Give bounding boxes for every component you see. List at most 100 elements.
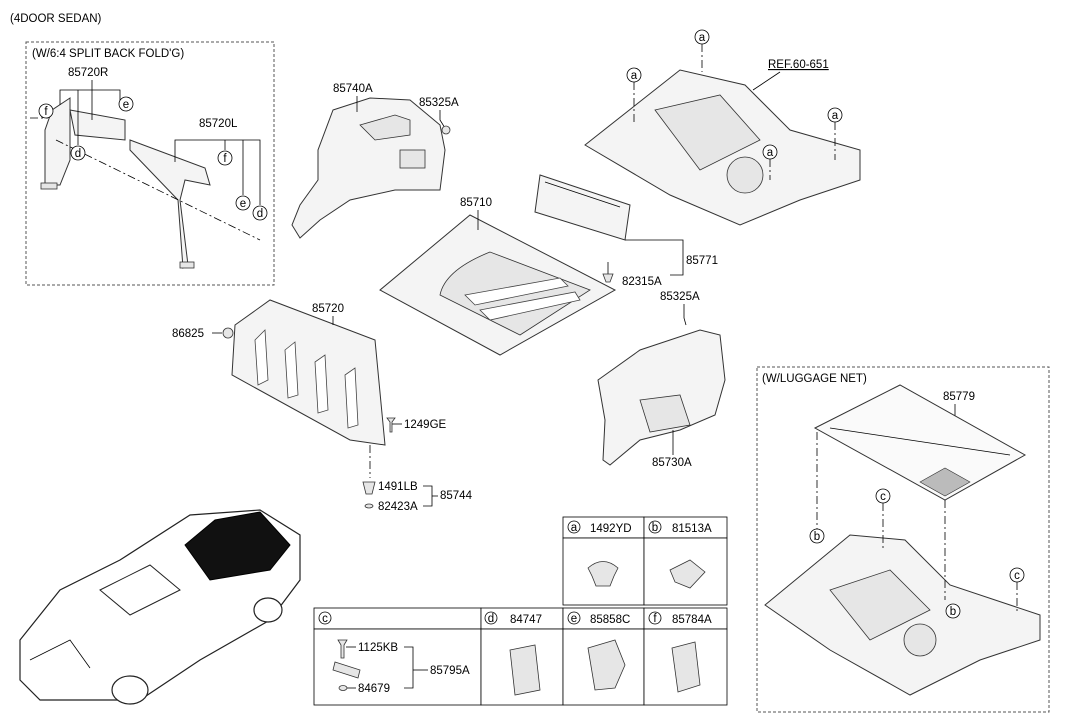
floor-panel-netbox-ribs	[829, 569, 931, 641]
callout-a-1: a	[694, 29, 710, 45]
bracket-85720R-arm	[69, 109, 126, 141]
split-back-fold-title: (W/6:4 SPLIT BACK FOLD'G)	[32, 48, 184, 60]
bracket-85720R	[44, 97, 71, 186]
callout-a-4: a	[762, 144, 778, 160]
legend-table: a 1492YD b 81513A c d 84747 e 85858C f 8…	[313, 516, 728, 706]
leader-ref	[752, 71, 781, 91]
leader-85325A-top	[439, 110, 446, 129]
washer-82423A	[364, 503, 374, 509]
callout-e-right: e	[235, 195, 251, 211]
car-front-wheel	[111, 675, 149, 705]
part-label-85779: 85779	[943, 391, 975, 403]
sill-85771-edge	[544, 181, 621, 208]
dash-split	[55, 139, 261, 241]
partition-rib-4	[344, 367, 359, 429]
legend-f-part: 85784A	[672, 614, 712, 626]
part-label-82315A: 82315A	[622, 276, 662, 288]
svg-text:b: b	[652, 522, 658, 534]
split-back-fold-box	[25, 41, 275, 286]
legend-d-part: 84747	[510, 614, 542, 626]
part-label-86825: 86825	[172, 328, 204, 340]
legend-c-bolt-image	[337, 639, 348, 659]
legend-b-part: 81513A	[672, 523, 712, 535]
bolt-1249GE	[386, 417, 396, 433]
legend-b-clip-image	[669, 559, 706, 589]
partition-85720	[231, 299, 386, 446]
svg-text:d: d	[488, 613, 494, 625]
trim-85740A-handle	[359, 114, 411, 141]
callout-f-left: f	[38, 103, 54, 119]
part-label-85771: 85771	[686, 255, 718, 267]
callout-d-right: d	[252, 205, 268, 221]
svg-text:e: e	[123, 99, 129, 111]
leader-85720L	[174, 139, 261, 205]
car-grille	[29, 639, 91, 669]
legend-e-letter: e	[567, 611, 581, 625]
partition-rib-2	[284, 341, 299, 399]
leader-85720R-e	[92, 89, 121, 100]
legend-c-header	[313, 607, 482, 630]
svg-text:d: d	[257, 208, 263, 220]
legend-e-part: 85858C	[590, 614, 630, 626]
svg-text:a: a	[571, 522, 578, 534]
legend-c-letter: c	[318, 611, 332, 625]
trim-85730A-pocket	[639, 394, 691, 433]
callout-c-net-1: c	[875, 488, 891, 504]
clip-1491LB	[362, 481, 376, 495]
car-rear-wheel	[253, 597, 283, 623]
legend-f-letter: f	[648, 611, 662, 625]
part-group-85771: 85771 82315A	[534, 174, 718, 288]
leader-85771	[625, 239, 684, 276]
clip-85325A-top	[441, 125, 451, 135]
leader-85325A-mid	[683, 304, 687, 326]
ref-label: REF.60-651	[768, 59, 829, 71]
part-label-85710: 85710	[460, 197, 492, 209]
part-group-ref-floor: REF.60-651 a a a a	[584, 29, 861, 226]
callout-d-left: d	[70, 145, 86, 161]
legend-d-clip-image	[509, 644, 541, 696]
luggage-net-title: (W/LUGGAGE NET)	[762, 373, 867, 385]
trim-85740A-vent	[399, 149, 426, 169]
legend-a-clip-image	[587, 561, 619, 587]
svg-text:e: e	[240, 198, 246, 210]
svg-text:d: d	[75, 148, 81, 160]
part-label-85720R: 85720R	[68, 67, 108, 79]
partition-rib-3	[314, 354, 329, 414]
legend-a-part: 1492YD	[590, 523, 632, 535]
luggage-net-mesh	[919, 467, 971, 497]
svg-text:f: f	[653, 613, 657, 625]
part-group-85710: 85710	[379, 197, 617, 356]
legend-c-part-84679: 84679	[358, 683, 390, 695]
legend-c-bracket	[404, 646, 414, 689]
svg-text:b: b	[950, 606, 956, 618]
callout-b-net-right: b	[945, 603, 961, 619]
legend-c-part-85795A: 85795A	[430, 665, 470, 677]
legend-e-clip-image	[587, 639, 626, 691]
legend-f-clip-image	[671, 641, 701, 693]
part-label-82423A: 82423A	[378, 501, 418, 513]
car-illustration	[19, 509, 301, 705]
part-label-85730A: 85730A	[652, 457, 692, 469]
part-label-85325A-mid: 85325A	[660, 291, 700, 303]
part-label-85740A: 85740A	[333, 83, 373, 95]
svg-text:f: f	[44, 106, 48, 118]
callout-a-2: a	[626, 67, 642, 83]
svg-text:a: a	[832, 110, 839, 122]
callout-e-left: e	[118, 96, 134, 112]
split-back-fold-group: (W/6:4 SPLIT BACK FOLD'G) 85720R 85720L …	[25, 41, 275, 286]
svg-text:c: c	[880, 491, 886, 503]
luggage-net-85779	[813, 384, 1027, 501]
part-group-85730A: 85325A 85730A	[597, 291, 726, 469]
part-label-85325A-top: 85325A	[419, 97, 459, 109]
legend-b-letter: b	[648, 520, 662, 534]
part-label-85720: 85720	[312, 303, 344, 315]
floor-panel-ribs	[654, 94, 761, 171]
luggage-net-box	[756, 366, 1050, 713]
luggage-net-strap	[829, 427, 1011, 456]
legend-a-letter: a	[567, 520, 581, 534]
bracket-85720L-foot	[179, 261, 195, 269]
sill-85771	[534, 174, 631, 241]
callout-f-right: f	[217, 150, 233, 166]
partition-rib-1	[254, 329, 269, 386]
